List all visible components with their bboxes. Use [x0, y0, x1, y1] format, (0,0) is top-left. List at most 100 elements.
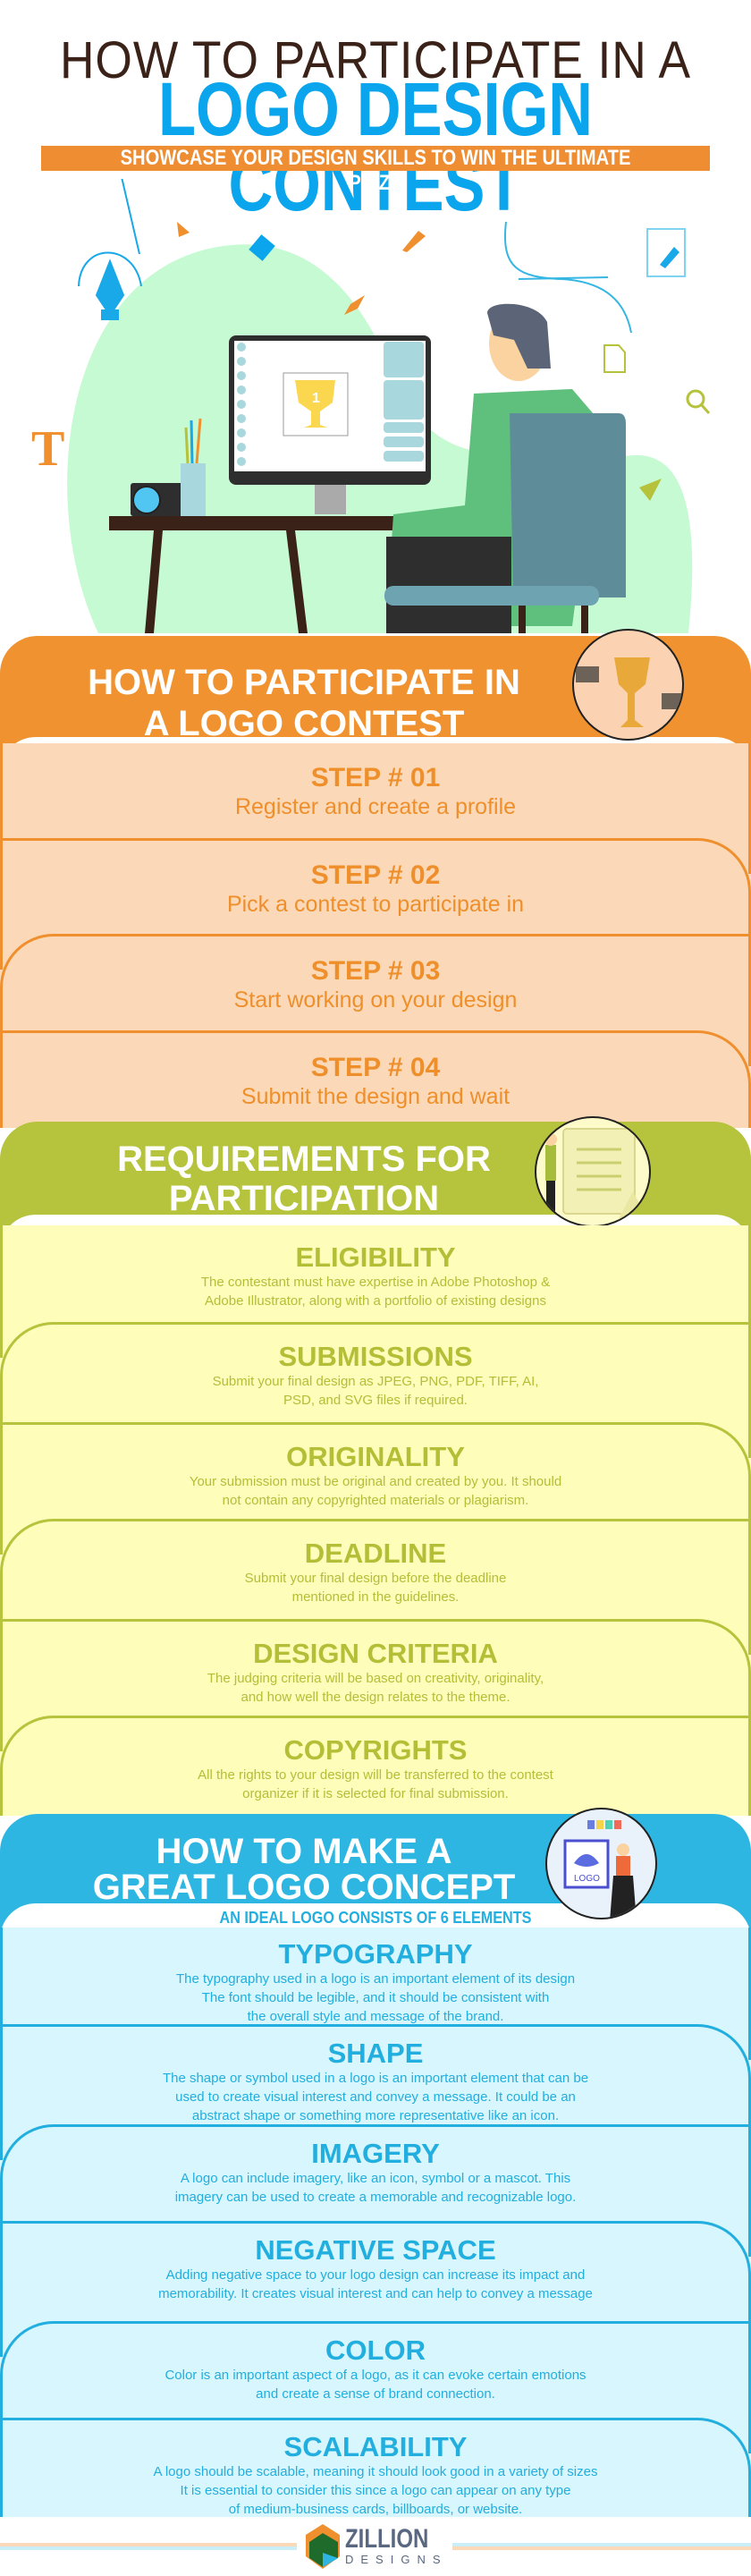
concept-text: abstract shape or something more represe… [191, 2108, 560, 2123]
concept-item: COLOR Color is an important aspect of a l… [0, 2321, 751, 2453]
step-title: STEP # 02 [310, 860, 441, 890]
concept-text: and create a sense of brand connection. [256, 2386, 495, 2402]
concept-text: used to create visual interest and conve… [175, 2089, 576, 2105]
concept-text: of medium-business cards, billboards, or… [228, 2502, 523, 2517]
concept-text: A logo can include imagery, like an icon… [180, 2171, 571, 2186]
new-file-icon [603, 344, 626, 373]
requirement-text: PSD, and SVG files if required. [283, 1393, 468, 1408]
type-tool-icon: T [31, 421, 64, 477]
requirement-title: DEADLINE [304, 1538, 447, 1569]
requirement-item: DEADLINE Submit your final design before … [0, 1519, 751, 1655]
concept-title: SHAPE [327, 2038, 424, 2069]
concept-text: imagery can be used to create a memorabl… [174, 2190, 577, 2205]
requirements-list: ELIGIBILITY The contestant must have expe… [0, 1225, 751, 1816]
requirement-text: Submit your final design as JPEG, PNG, P… [212, 1374, 539, 1389]
eraser-icon [249, 234, 275, 261]
concept-title: COLOR [325, 2334, 426, 2366]
requirement-title: DESIGN CRITERIA [253, 1638, 498, 1669]
step-text: Register and create a profile [234, 794, 517, 819]
concept-item: SHAPE The shape or symbol used in a logo … [0, 2024, 751, 2160]
step-title: STEP # 04 [310, 1053, 441, 1082]
title-line-1: HOW TO PARTICIPATE IN A [59, 31, 692, 89]
requirement-text: The contestant must have expertise in Ad… [200, 1275, 551, 1290]
step-title: STEP # 01 [310, 763, 441, 792]
chair [510, 413, 626, 597]
pen-tool-icon [78, 179, 142, 320]
magnifier-icon [686, 389, 711, 415]
requirements-title-line-2: PARTICIPATION [168, 1179, 440, 1218]
svg-text:1: 1 [312, 391, 320, 406]
requirement-text: Adobe Illustrator, along with a portfoli… [205, 1293, 546, 1309]
requirement-item: ORIGINALITY Your submission must be origi… [0, 1422, 751, 1555]
requirement-text: Submit your final design before the dead… [244, 1571, 507, 1586]
concept-title: TYPOGRAPHY [278, 1938, 473, 1970]
subtitle: SHOWCASE YOUR DESIGN SKILLS TO WIN THE U… [120, 146, 631, 195]
step-text: Pick a contest to participate in [226, 892, 525, 917]
concept-text: memorability. It creates visual interest… [158, 2286, 593, 2301]
requirement-text: not contain any copyrighted materials or… [222, 1493, 529, 1508]
requirement-text: Your submission must be original and cre… [189, 1474, 562, 1489]
desk [109, 516, 476, 530]
requirement-text: organizer if it is selected for final su… [242, 1786, 509, 1801]
concept-title-line-1: HOW TO MAKE A [156, 1832, 452, 1871]
requirement-text: mentioned in the guidelines. [291, 1589, 460, 1605]
zillion-designs-logo: ZILLION DESIGNS [304, 2524, 456, 2569]
trophy-icon [295, 380, 335, 428]
eyedropper-icon [402, 231, 426, 252]
footer-stripe-left [0, 2543, 297, 2550]
footer-stripe-right [452, 2543, 751, 2550]
brand-sub: DESIGNS [345, 2553, 448, 2566]
concept-title-line-2: GREAT LOGO CONCEPT [92, 1868, 516, 1907]
step-text: Start working on your design [233, 987, 518, 1013]
svg-text:LOGO: LOGO [574, 1874, 600, 1884]
concept-title: IMAGERY [311, 2138, 440, 2169]
requirement-item: ELIGIBILITY The contestant must have expe… [0, 1225, 751, 1358]
concept-header: HOW TO MAKE A GREAT LOGO CONCEPT [0, 1814, 751, 1939]
requirement-title: ELIGIBILITY [295, 1241, 456, 1273]
pen-nib-icon [639, 479, 662, 501]
concept-title: NEGATIVE SPACE [255, 2234, 496, 2266]
concept-text: The shape or symbol used in a logo is an… [162, 2071, 589, 2086]
person-hair [487, 303, 551, 369]
concept-subtitle: AN IDEAL LOGO CONSISTS OF 6 ELEMENTS [219, 1909, 532, 1927]
pencil-cup [181, 463, 206, 516]
concept-title: SCALABILITY [283, 2431, 468, 2462]
concept-text: Color is an important aspect of a logo, … [165, 2368, 586, 2383]
concept-text: A logo should be scalable, meaning it sh… [153, 2464, 598, 2479]
requirement-text: All the rights to your design will be tr… [198, 1767, 553, 1783]
brand-name: ZILLION [345, 2524, 429, 2554]
concept-item: IMAGERY A logo can include imagery, like … [0, 2124, 751, 2257]
participate-title-line-1: HOW TO PARTICIPATE IN [88, 663, 520, 702]
concept-text: the overall style and message of the bra… [247, 2009, 504, 2024]
step-text: Submit the design and wait [240, 1084, 511, 1109]
participate-title-line-2: A LOGO CONTEST [143, 704, 465, 743]
logo-designer-icon: LOGO [545, 1808, 657, 1919]
designer-illustration: T 1 [31, 179, 711, 633]
document-pen-icon [646, 228, 686, 277]
concept-text: The font should be legible, and it shoul… [201, 1990, 550, 2005]
requirement-text: The judging criteria will be based on cr… [207, 1671, 544, 1686]
trophy-handshake-icon [572, 629, 684, 741]
concept-text: The typography used in a logo is an impo… [175, 1971, 576, 1987]
requirement-title: COPYRIGHTS [283, 1734, 468, 1766]
requirement-item: DESIGN CRITERIA The judging criteria will… [0, 1619, 751, 1751]
brush-icon [344, 295, 365, 315]
zillion-logo-mark-icon [306, 2524, 340, 2569]
bezier-curve-icon [504, 221, 632, 334]
requirement-text: and how well the design relates to the t… [240, 1690, 511, 1705]
checklist-icon [535, 1116, 651, 1227]
step-title: STEP # 03 [310, 956, 441, 986]
cursor-icon [177, 222, 190, 237]
subtitle-banner: SHOWCASE YOUR DESIGN SKILLS TO WIN THE U… [41, 146, 710, 195]
concept-text: Adding negative space to your logo desig… [165, 2267, 586, 2283]
requirement-title: ORIGINALITY [286, 1441, 465, 1472]
